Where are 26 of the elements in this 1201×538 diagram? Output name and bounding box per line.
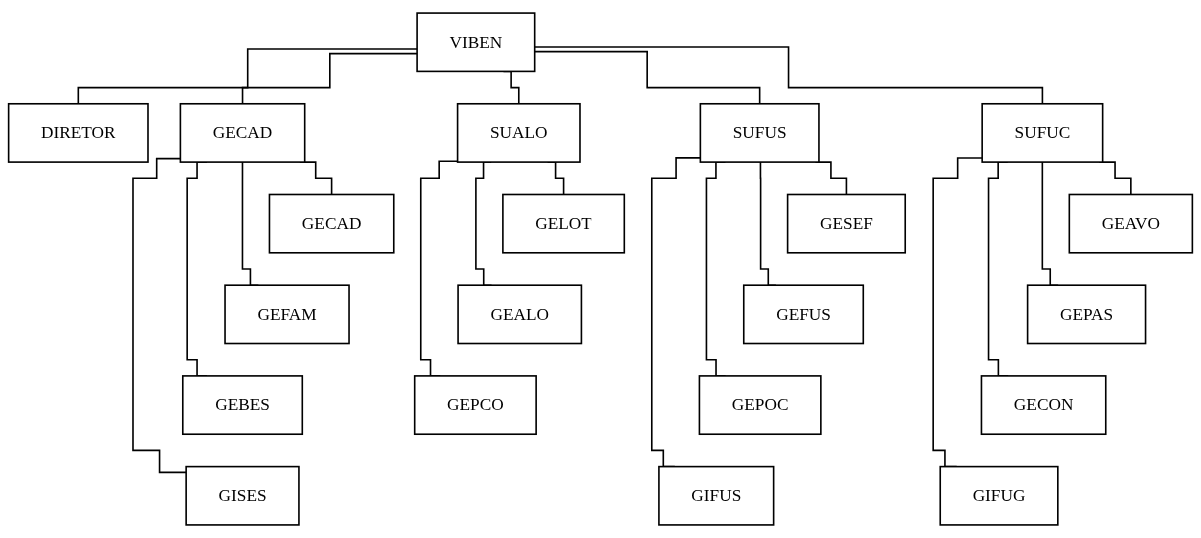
node-box: GEAVO bbox=[1068, 193, 1194, 254]
node-box: GELOT bbox=[502, 193, 626, 254]
connector bbox=[932, 157, 983, 468]
node-box: GECON bbox=[980, 375, 1107, 436]
connector bbox=[419, 160, 459, 377]
node-box: DIRETOR bbox=[7, 102, 149, 163]
node-box: GEBES bbox=[181, 375, 304, 436]
node-box: GIFUS bbox=[658, 465, 775, 526]
node-box: GEPAS bbox=[1026, 284, 1147, 345]
node-box: SUFUS bbox=[699, 102, 820, 163]
node-box: GECAD bbox=[179, 102, 306, 163]
node-box: GECAD bbox=[268, 193, 395, 254]
node-box: GEALO bbox=[457, 284, 583, 345]
node-box: SUFUC bbox=[981, 102, 1104, 163]
node-box: GEFUS bbox=[742, 284, 865, 345]
node-box: SUALO bbox=[456, 102, 581, 163]
node-box: GEPOC bbox=[698, 375, 822, 436]
node-box: GIFUG bbox=[939, 465, 1059, 526]
connector bbox=[77, 48, 418, 105]
connector bbox=[132, 157, 187, 474]
node-box: GISES bbox=[185, 465, 300, 526]
connector bbox=[241, 52, 418, 105]
node-box: GESEF bbox=[786, 193, 907, 254]
node-box: VIBEN bbox=[416, 12, 536, 73]
node-box: GEPCO bbox=[413, 375, 537, 436]
node-box: GEFAM bbox=[224, 284, 350, 345]
